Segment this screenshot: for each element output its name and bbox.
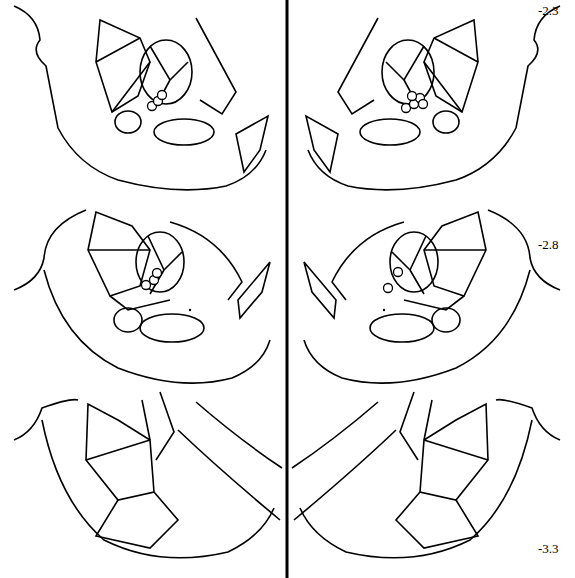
right-section xyxy=(306,6,560,190)
placement-marker xyxy=(394,268,403,277)
right-section xyxy=(304,210,560,383)
dot xyxy=(189,309,191,311)
placement-marker xyxy=(384,284,393,293)
placement-marker xyxy=(158,91,167,100)
section-level: -2.3 xyxy=(538,4,559,18)
dot xyxy=(383,309,385,311)
section-level: -3.3 xyxy=(538,542,559,556)
placement-markers xyxy=(142,91,428,312)
section-level: -2.8 xyxy=(538,238,559,252)
left-section xyxy=(14,210,270,383)
midline xyxy=(286,0,289,578)
placement-marker xyxy=(408,92,417,101)
left-section xyxy=(14,392,282,558)
right-section xyxy=(292,392,560,558)
left-section xyxy=(14,6,268,190)
placement-marker xyxy=(142,281,151,290)
placement-marker xyxy=(419,100,428,109)
placement-marker xyxy=(153,269,162,278)
